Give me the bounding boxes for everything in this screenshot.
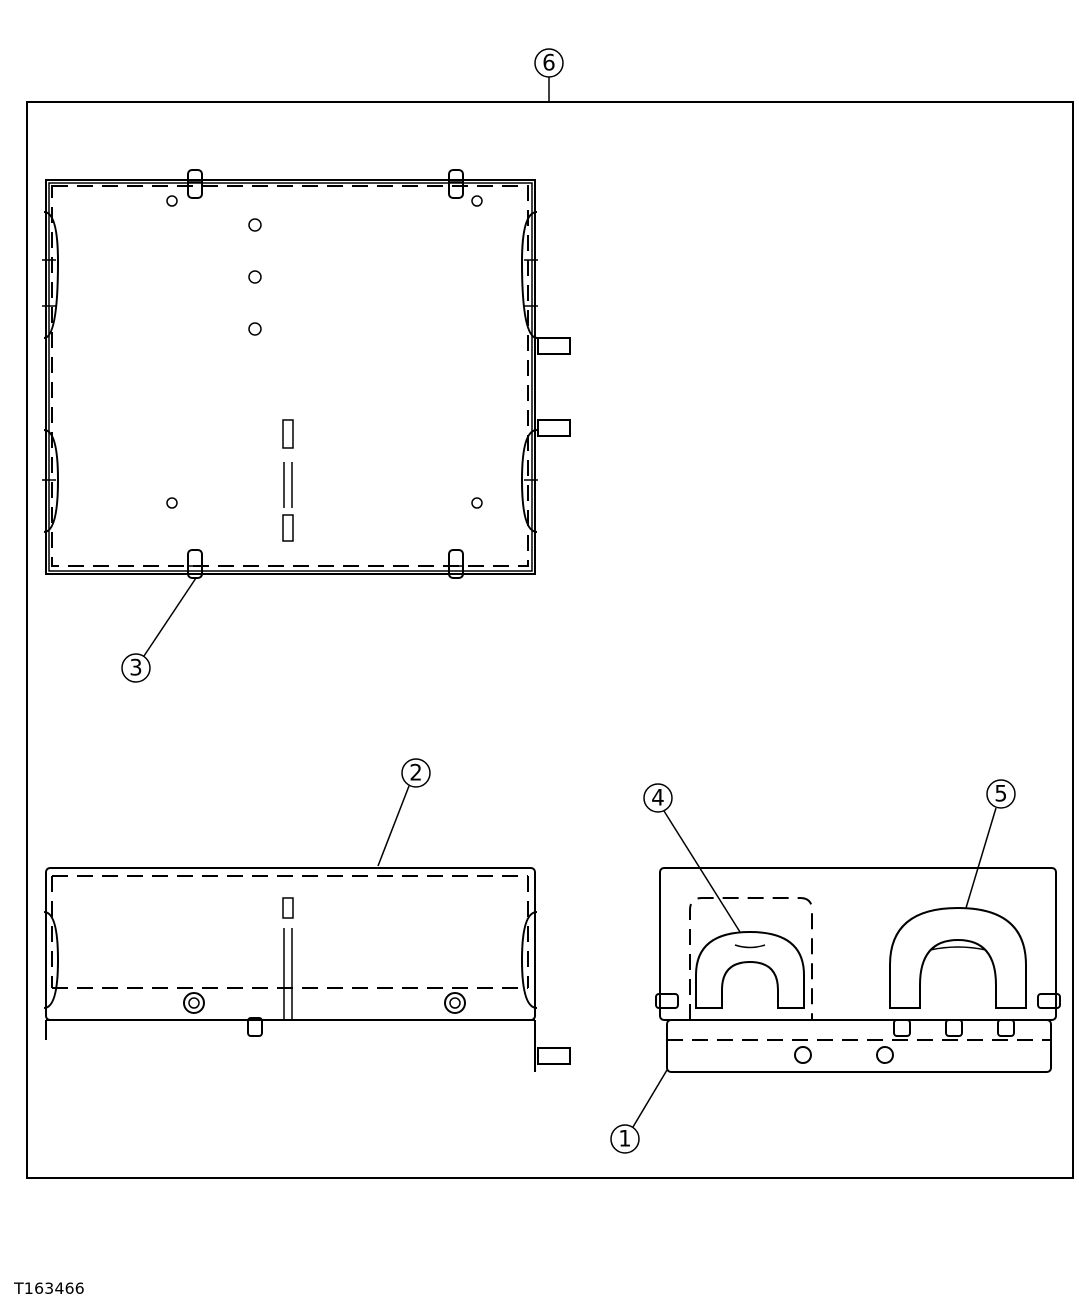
fitting-top-left (187, 169, 203, 199)
callout-1: 1 (610, 1069, 668, 1154)
callout-2: 2 (377, 758, 431, 867)
fitting-bottom-left (187, 549, 203, 579)
assembly-frame (26, 101, 1074, 1179)
callout-2-label: 2 (409, 762, 423, 787)
callout-5-label: 5 (994, 783, 1008, 808)
fitting-bottom-right (448, 549, 464, 579)
top-view (42, 169, 571, 579)
side-view (43, 867, 571, 1072)
callout-4-label: 4 (651, 787, 665, 812)
callout-6: 6 (534, 48, 564, 102)
callout-4: 4 (643, 783, 741, 933)
callout-5: 5 (965, 779, 1016, 909)
callout-3: 3 (121, 577, 197, 683)
end-view (655, 867, 1061, 1073)
callout-6-label: 6 (542, 52, 556, 77)
figure-id: T163466 (14, 1279, 85, 1298)
callout-1-label: 1 (618, 1128, 632, 1153)
callout-3-label: 3 (129, 657, 143, 682)
fitting-top-right (448, 169, 464, 199)
